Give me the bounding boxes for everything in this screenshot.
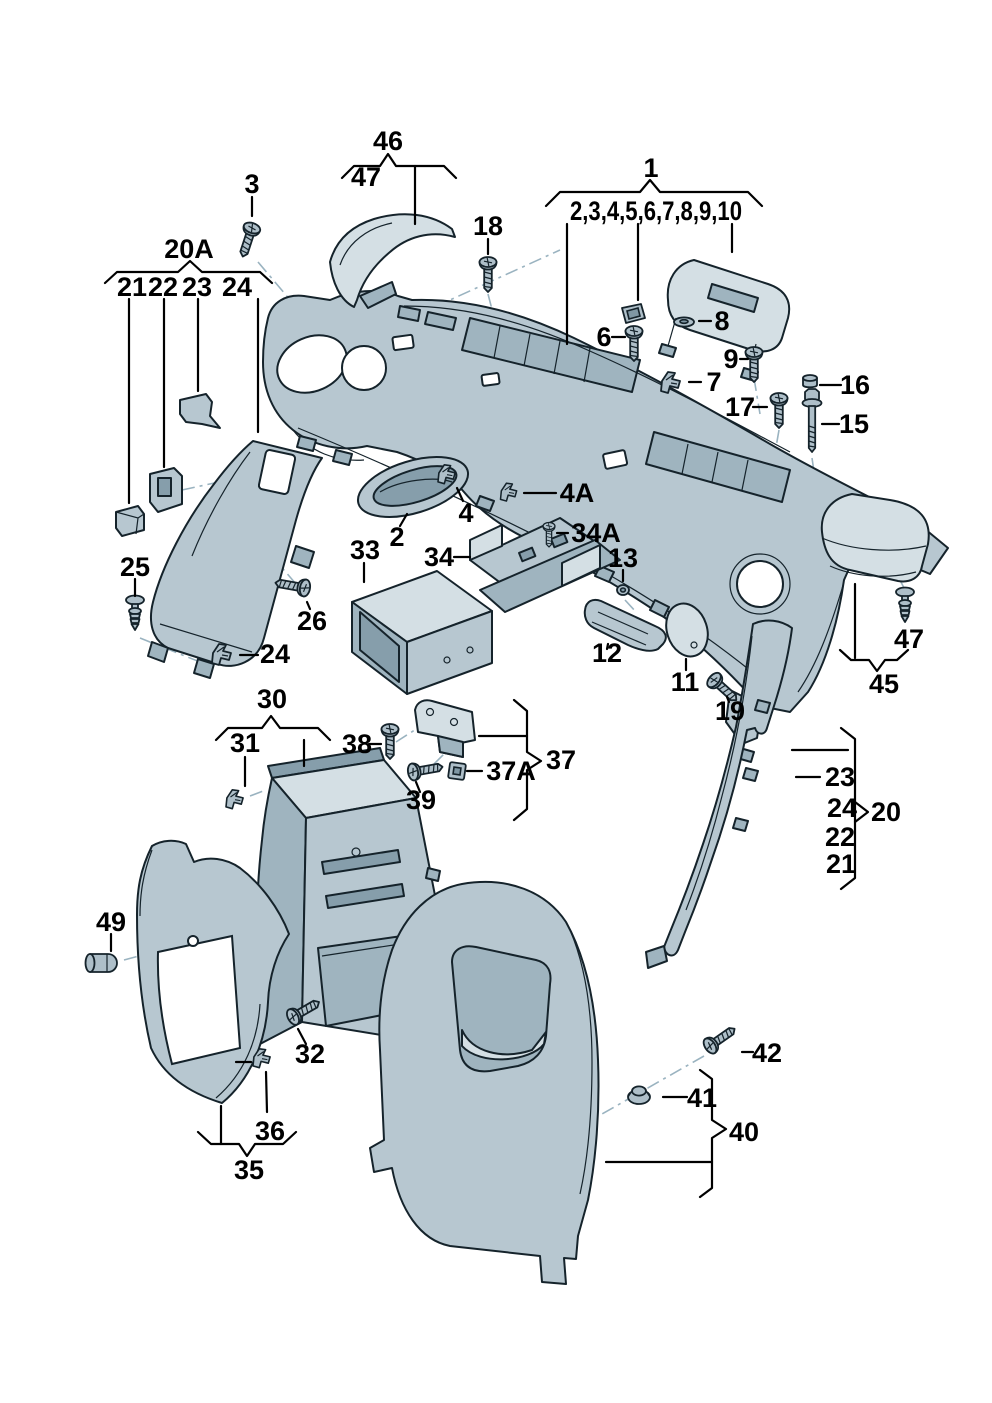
speed-nut-icon (616, 584, 630, 596)
part-label-22-42: 22 (825, 822, 855, 852)
part-label-3-2: 3 (244, 169, 259, 199)
part-label-13-24: 13 (608, 543, 638, 573)
leader-lines (103, 152, 910, 1199)
part-label-20-41: 20 (871, 797, 901, 827)
storage-box (351, 570, 493, 695)
expanding-rivet-icon (895, 586, 915, 623)
cap-nut-icon (802, 374, 818, 389)
rubber-stop-icon (84, 953, 118, 973)
part-label-21-43: 21 (826, 849, 856, 879)
screw-icon (769, 392, 789, 429)
console-bracket (414, 699, 476, 758)
part-label-21-7: 21 (117, 272, 147, 302)
part-label-2-3-4-5-6-7-8-9-10-5: 2,3,4,5,6,7,8,9,10 (570, 196, 742, 226)
screw-icon (233, 219, 263, 261)
left-pillar-trim (147, 440, 323, 679)
oval-cover (665, 602, 709, 658)
part-label-30-33: 30 (257, 684, 287, 714)
part-label-47-1: 47 (351, 162, 381, 192)
part-label-36-46: 36 (255, 1116, 285, 1146)
part-label-34A-21: 34A (571, 518, 621, 548)
part-label-24-10: 24 (222, 272, 252, 302)
rear-cover-panel (369, 880, 600, 1285)
part-label-37-36: 37 (546, 745, 576, 775)
part-label-23-39: 23 (825, 762, 855, 792)
part-label-2-20: 2 (389, 522, 404, 552)
switch-clip-window (157, 477, 172, 497)
part-label-39-38: 39 (406, 785, 436, 815)
part-label-12-27: 12 (592, 638, 622, 668)
screw-icon (700, 1020, 741, 1057)
part-label-24-40: 24 (827, 793, 857, 823)
console-side-trim (136, 839, 290, 1104)
part-label-26-26: 26 (297, 606, 327, 636)
part-label-32-45: 32 (295, 1039, 325, 1069)
part-label-38-35: 38 (342, 729, 372, 759)
part-label-17-16: 17 (725, 392, 755, 422)
part-label-20A-6: 20A (164, 234, 214, 264)
part-label-16-15: 16 (840, 370, 870, 400)
part-label-41-49: 41 (687, 1083, 717, 1113)
part-label-35-47: 35 (234, 1155, 264, 1185)
screw-icon (624, 325, 644, 362)
part-label-18-3: 18 (473, 211, 503, 241)
part-label-4-19: 4 (458, 498, 473, 528)
screw-icon (405, 757, 445, 783)
press-grommet-icon (627, 1085, 651, 1105)
part-label-33-22: 33 (350, 535, 380, 565)
part-label-6-11: 6 (596, 322, 611, 352)
right-pillar-trim (645, 619, 793, 969)
pillar-cap-part (179, 393, 221, 429)
part-label-15-17: 15 (839, 409, 869, 439)
expanding-rivet-icon (125, 594, 145, 631)
dashboard-carrier (262, 290, 949, 763)
part-label-46-0: 46 (373, 126, 403, 156)
part-label-37A-37: 37A (486, 756, 536, 786)
grommet-icon (673, 316, 695, 328)
airbag-flap (658, 259, 791, 382)
part-label-22-8: 22 (148, 272, 178, 302)
square-clip-icon (447, 761, 467, 781)
part-label-9-13: 9 (723, 344, 738, 374)
part-label-4A-18: 4A (560, 478, 595, 508)
part-label-34-23: 34 (424, 542, 454, 572)
part-label-1-4: 1 (643, 153, 658, 183)
part-label-45-31: 45 (869, 669, 899, 699)
part-label-8-12: 8 (714, 306, 729, 336)
spring-clip-icon (225, 788, 244, 810)
part-label-19-32: 19 (715, 696, 745, 726)
trim-strip (583, 598, 667, 652)
part-label-42-48: 42 (752, 1038, 782, 1068)
part-label-31-34: 31 (230, 728, 260, 758)
knee-bolster (820, 493, 930, 583)
part-label-7-14: 7 (706, 367, 721, 397)
part-label-47-30: 47 (894, 624, 924, 654)
part-label-40-50: 40 (729, 1117, 759, 1147)
part-label-23-9: 23 (182, 272, 212, 302)
part-label-11-29: 11 (671, 667, 700, 697)
speaker-grille-cover (329, 213, 456, 309)
square-ring-icon (621, 303, 646, 324)
bolt-icon (801, 388, 823, 453)
part-label-25-25: 25 (120, 552, 150, 582)
cube-clip-part (115, 505, 145, 537)
part-label-24-28: 24 (260, 639, 290, 669)
part-label-49-44: 49 (96, 907, 126, 937)
parts (115, 213, 949, 1285)
screw-icon (478, 256, 498, 293)
mounting-bracket (469, 517, 621, 613)
